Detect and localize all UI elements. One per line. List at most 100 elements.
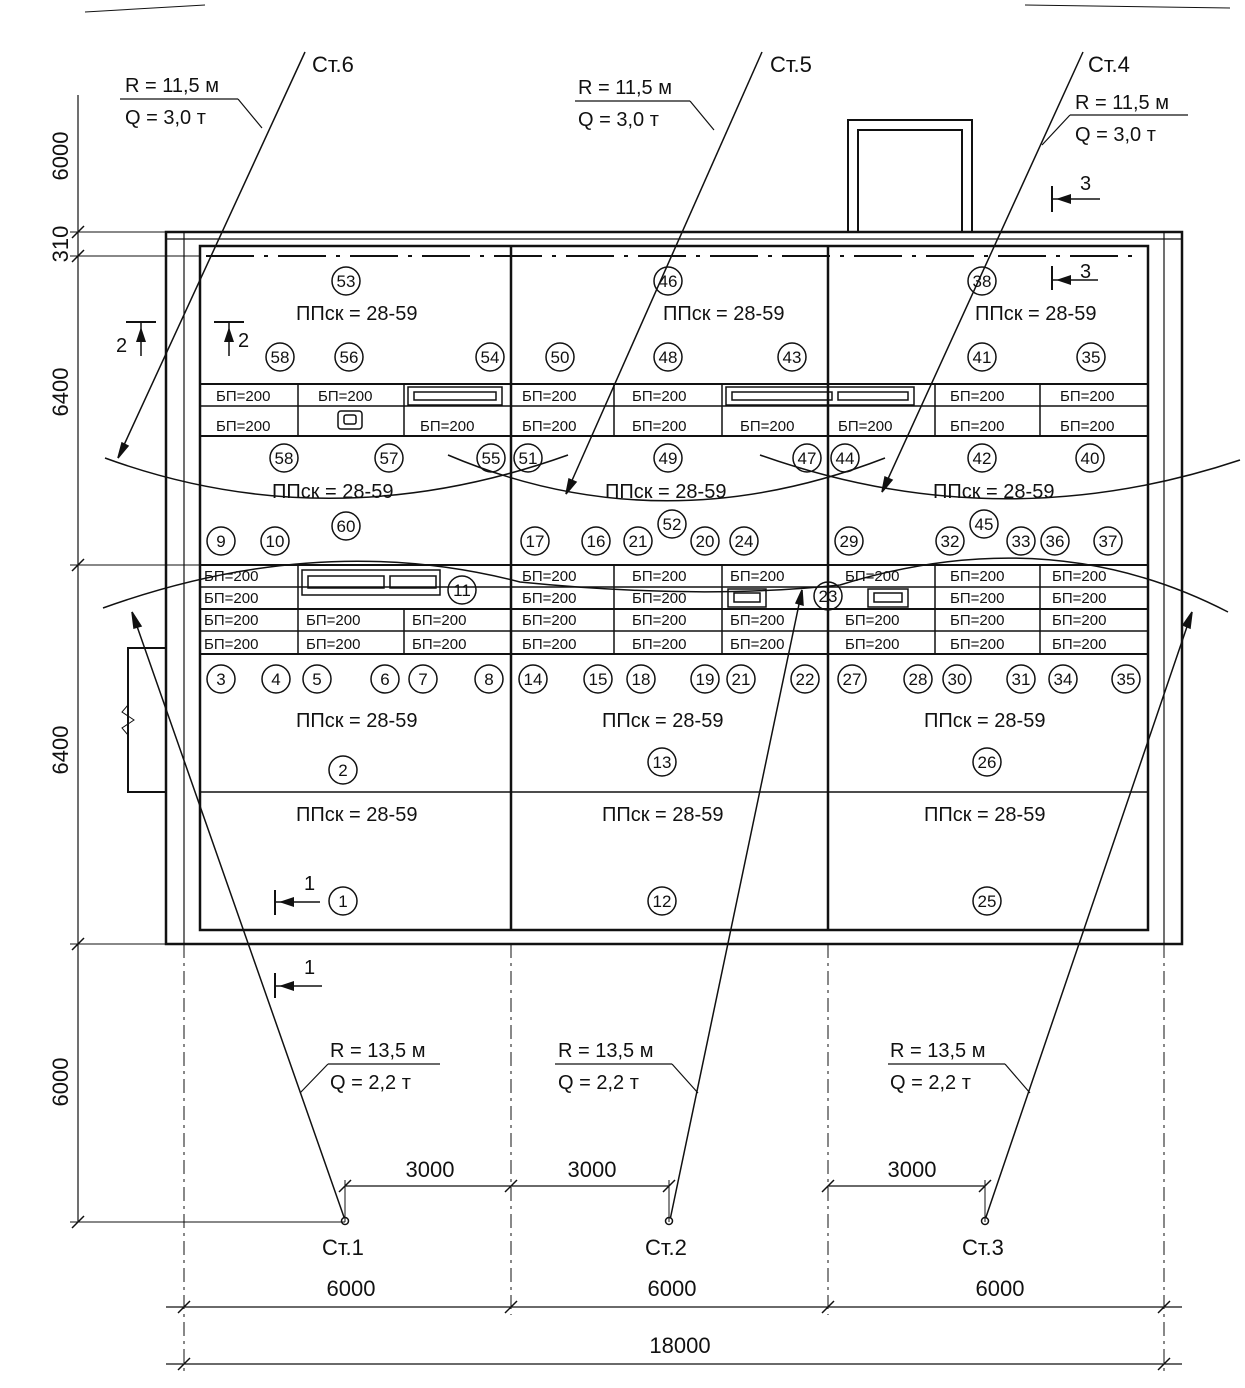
element-number: 22 <box>796 670 815 689</box>
dim-3000: 3000 <box>406 1157 455 1182</box>
element-number: 9 <box>216 532 225 551</box>
block-label: БП=200 <box>950 590 1004 607</box>
element-number: 3 <box>216 670 225 689</box>
element-number: 60 <box>337 517 356 536</box>
element-number: 33 <box>1012 532 1031 551</box>
element-marker-circle <box>935 526 965 556</box>
block-label: БП=200 <box>204 612 258 629</box>
element-number: 17 <box>526 532 545 551</box>
block-label: БП=200 <box>522 590 576 607</box>
crane-3-label: Ст.3 <box>962 1235 1004 1260</box>
element-marker-circle <box>726 664 756 694</box>
element-marker-circle <box>581 526 611 556</box>
element-number: 34 <box>1054 670 1073 689</box>
element-marker-circle <box>475 342 505 372</box>
element-marker-circle <box>206 664 236 694</box>
element-number: 44 <box>836 449 855 468</box>
element-number: 40 <box>1081 449 1100 468</box>
slab-label: ППск = 28-59 <box>602 804 723 826</box>
crane-4-label: Ст.4 <box>1088 52 1130 77</box>
break-mark <box>121 704 135 736</box>
crane-2-capacity: Q = 2,2 т <box>558 1072 639 1094</box>
section-1-label: 1 <box>304 957 315 979</box>
crane-boom-lines <box>117 51 1193 1221</box>
element-number: 50 <box>551 348 570 367</box>
block-label: БП=200 <box>632 636 686 653</box>
slab-label: ППск = 28-59 <box>296 804 417 826</box>
crane-2-label: Ст.2 <box>645 1235 687 1260</box>
element-marker-circle <box>813 581 843 611</box>
element-number: 45 <box>975 515 994 534</box>
crane-6-radius: R = 11,5 м <box>125 75 219 97</box>
block-label: БП=200 <box>412 612 466 629</box>
block-label: БП=200 <box>632 612 686 629</box>
element-marker-circle <box>302 664 332 694</box>
block-label: БП=200 <box>950 612 1004 629</box>
section-markers: 1 1 2 2 3 3 <box>116 173 1100 998</box>
dim-span-1: 6000 <box>327 1276 376 1301</box>
element-marker-circle <box>370 664 400 694</box>
dim-3000: 3000 <box>568 1157 617 1182</box>
element-number: 49 <box>659 449 678 468</box>
element-marker-circle <box>334 342 364 372</box>
block-label: БП=200 <box>730 636 784 653</box>
vent-blocks <box>301 386 915 608</box>
entrance-porch <box>127 647 166 793</box>
element-number: 35 <box>1117 670 1136 689</box>
element-number: 2 <box>338 761 347 780</box>
element-number: 47 <box>798 449 817 468</box>
block-label: БП=200 <box>950 568 1004 585</box>
element-number: 37 <box>1099 532 1118 551</box>
element-marker-circle <box>972 886 1002 916</box>
block-label: БП=200 <box>216 388 270 405</box>
dim-6400-bottom: 6400 <box>48 726 73 775</box>
element-number: 26 <box>978 753 997 772</box>
element-marker-circle <box>265 342 295 372</box>
element-marker-circle <box>967 266 997 296</box>
element-marker-circle <box>903 664 933 694</box>
element-number: 1 <box>338 892 347 911</box>
element-marker-circle <box>792 443 822 473</box>
element-marker-circle <box>626 664 656 694</box>
block-label: БП=200 <box>730 612 784 629</box>
block-label: БП=200 <box>1052 590 1106 607</box>
slab-area <box>198 244 1150 932</box>
element-marker-circle <box>830 443 860 473</box>
element-number: 6 <box>380 670 389 689</box>
crane-reach-arcs <box>102 454 1241 613</box>
element-marker-circle <box>331 266 361 296</box>
element-number: 55 <box>482 449 501 468</box>
element-marker-circle <box>777 342 807 372</box>
section-2-label: 2 <box>238 330 249 352</box>
block-label: БП=200 <box>730 568 784 585</box>
element-marker-circle <box>653 443 683 473</box>
element-marker-circle <box>837 664 867 694</box>
crane-1-capacity: Q = 2,2 т <box>330 1072 411 1094</box>
slab-label: ППск = 28-59 <box>924 804 1045 826</box>
element-number: 27 <box>843 670 862 689</box>
block-label: БП=200 <box>1060 388 1114 405</box>
block-label: БП=200 <box>318 388 372 405</box>
block-dividers-middle <box>297 565 1041 654</box>
element-marker-circle <box>1111 664 1141 694</box>
block-label: БП=200 <box>522 418 576 435</box>
block-label: БП=200 <box>306 612 360 629</box>
crane-6-label: Ст.6 <box>312 52 354 77</box>
crane-5-label: Ст.5 <box>770 52 812 77</box>
element-marker-circle <box>790 664 820 694</box>
element-number: 20 <box>696 532 715 551</box>
element-number: 46 <box>659 272 678 291</box>
edge-line <box>84 4 206 13</box>
element-number: 30 <box>948 670 967 689</box>
element-marker-circle <box>206 526 236 556</box>
element-marker-circle <box>545 342 575 372</box>
element-marker-circle <box>967 342 997 372</box>
element-marker-circle <box>690 526 720 556</box>
section-1-label: 1 <box>304 873 315 895</box>
dim-310: 310 <box>48 226 73 263</box>
block-label: БП=200 <box>632 418 686 435</box>
element-marker-circle <box>260 526 290 556</box>
element-number: 12 <box>653 892 672 911</box>
element-number: 18 <box>632 670 651 689</box>
element-marker-circle <box>328 886 358 916</box>
